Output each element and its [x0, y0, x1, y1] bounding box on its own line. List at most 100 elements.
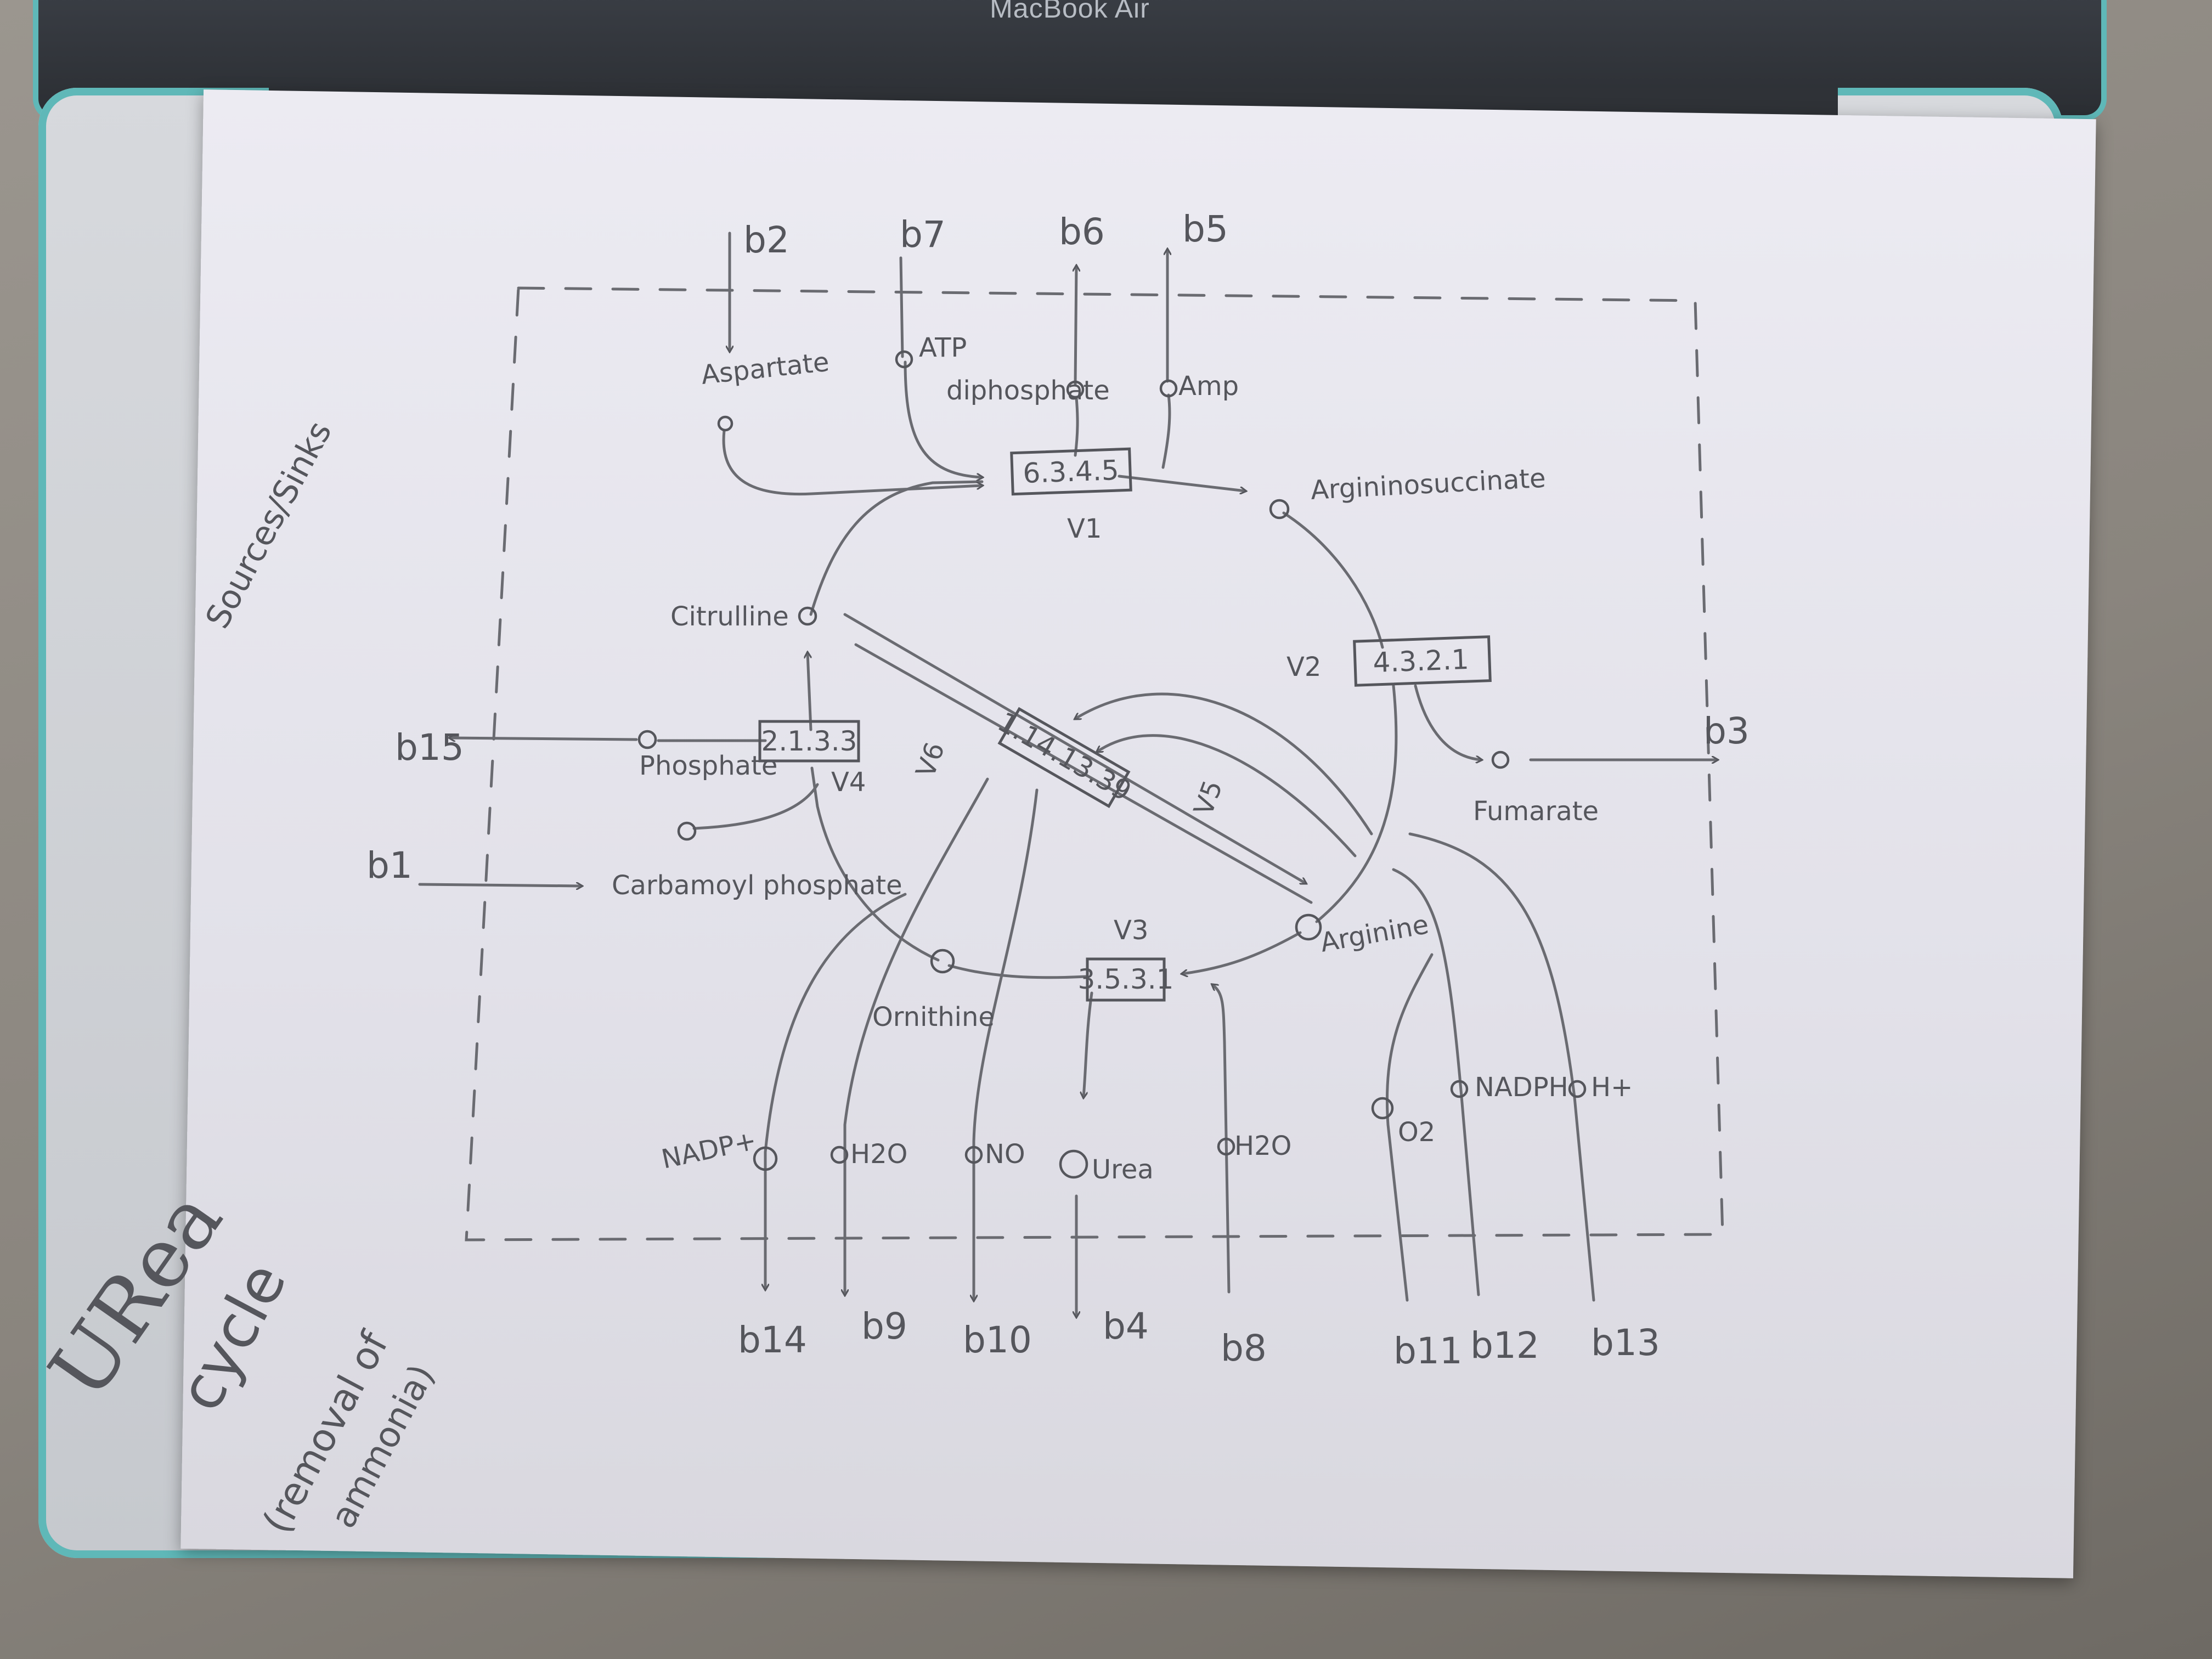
- label-carbamoyl-phosphate: Carbamoyl phosphate: [612, 870, 902, 901]
- boundary-b2: b2: [743, 219, 789, 261]
- node-argininosuccinate: [1269, 499, 1290, 520]
- enzyme-ec-v3: 3.5.3.1: [1078, 963, 1174, 995]
- node-aspartate: [717, 415, 733, 432]
- carbamoyl-to-v4: [692, 783, 819, 830]
- cycle-arc-ornithine-to-v4: [810, 766, 940, 962]
- v6-return-arc-1: [1075, 692, 1373, 836]
- flux-label-v2: V2: [1286, 652, 1321, 682]
- node-citrulline: [798, 606, 817, 626]
- flux-label-v4: V4: [831, 767, 866, 798]
- label-fumarate: Fumarate: [1473, 796, 1599, 827]
- boundary-b15: b15: [395, 726, 464, 769]
- enzyme-ec-v2: 4.3.2.1: [1373, 644, 1470, 679]
- v6-diagonal-lower: [854, 643, 1313, 904]
- node-no: [964, 1146, 983, 1164]
- label-urea: Urea: [1092, 1154, 1154, 1185]
- boundary-b9: b9: [861, 1305, 907, 1347]
- enzyme-ec-v1: 6.3.4.5: [1023, 454, 1120, 489]
- cycle-arc-v1-to-argininosuccinate: [1118, 475, 1245, 491]
- v6-diagonal-upper: [843, 613, 1306, 883]
- boundary-b5: b5: [1182, 208, 1228, 250]
- v6-return-arc-2: [1097, 734, 1357, 857]
- boundary-b3: b3: [1703, 710, 1750, 752]
- laptop-brand-label: MacBook Air: [990, 0, 1150, 24]
- diphosphate-to-b6: [1075, 266, 1076, 386]
- boundary-b13: b13: [1591, 1322, 1660, 1364]
- node-carbamoyl: [677, 821, 697, 841]
- node-urea: [1059, 1149, 1088, 1179]
- label-h2o-right: H2O: [1234, 1131, 1291, 1161]
- v1-to-amp: [1161, 393, 1171, 469]
- cycle-arc-v4-to-citrulline: [808, 653, 812, 731]
- title-note: URea cycle (removal of ammonia): [31, 1173, 443, 1541]
- enzyme-box-v3: [1086, 957, 1166, 1002]
- node-nadph: [1450, 1080, 1469, 1098]
- phosphate-to-b15: [450, 738, 638, 740]
- b1-to-carbamoyl: [418, 884, 582, 886]
- boundary-b8: b8: [1221, 1327, 1267, 1369]
- label-h-plus: H+: [1591, 1072, 1633, 1103]
- cycle-arc-citrulline-to-v1: [809, 480, 984, 616]
- boundary-b12: b12: [1470, 1324, 1539, 1367]
- node-diphosphate: [1066, 380, 1085, 399]
- boundary-b6: b6: [1059, 211, 1105, 253]
- node-amp: [1159, 379, 1178, 398]
- node-arginine: [1295, 913, 1322, 941]
- aspartate-to-v1: [722, 429, 982, 496]
- node-phosphate: [637, 730, 657, 749]
- cycle-arc-argininosuccinate-to-v2: [1282, 511, 1384, 649]
- boundary-b1: b1: [366, 844, 413, 887]
- label-phosphate: Phosphate: [639, 751, 777, 781]
- b8-to-v3: [1212, 985, 1231, 1294]
- label-argininosuccinate: Argininosuccinate: [1310, 463, 1547, 506]
- b7-line: [899, 256, 904, 358]
- v6-to-no-leg: [974, 788, 1039, 1300]
- flux-label-v5: V5: [1188, 776, 1228, 820]
- b11-leg: [1385, 953, 1434, 1302]
- label-atp: ATP: [919, 332, 967, 363]
- enzyme-ec-v4: 2.1.3.3: [761, 725, 857, 757]
- label-ornithine: Ornithine: [872, 1002, 995, 1032]
- boundary-b7: b7: [900, 213, 946, 256]
- flux-label-v6: V6: [910, 738, 951, 782]
- enzyme-box-v1: [1010, 447, 1132, 496]
- label-no: NO: [985, 1139, 1025, 1170]
- b12-leg: [1392, 868, 1480, 1296]
- label-aspartate: Aspartate: [699, 347, 831, 391]
- node-h2o-right: [1217, 1137, 1235, 1156]
- boundary-b14: b14: [738, 1319, 807, 1361]
- node-ornithine: [930, 949, 955, 974]
- node-fumarate: [1491, 751, 1510, 769]
- flux-label-v1: V1: [1067, 514, 1102, 544]
- enzyme-box-v4: [758, 720, 860, 763]
- enzyme-ec-v6: 1.14.13.39: [992, 706, 1137, 807]
- system-boundary: [465, 286, 1724, 1242]
- label-arginine: Arginine: [1318, 909, 1431, 958]
- enzyme-box-v2: [1353, 635, 1492, 687]
- label-citrulline: Citrulline: [670, 601, 789, 632]
- label-h2o-left: H2O: [850, 1139, 907, 1170]
- b13-leg: [1408, 832, 1595, 1302]
- v1-to-diphosphate: [1074, 396, 1079, 457]
- label-nadp: NADP+: [659, 1125, 759, 1175]
- flux-label-v3: V3: [1114, 915, 1148, 946]
- cycle-arc-v2-to-arginine: [1315, 684, 1398, 923]
- node-h2o-left: [830, 1146, 849, 1164]
- node-h-plus: [1568, 1080, 1587, 1098]
- node-atp: [895, 350, 913, 369]
- v3-to-urea: [1084, 991, 1093, 1097]
- boundary-b4: b4: [1103, 1305, 1149, 1347]
- boundary-b10: b10: [963, 1319, 1032, 1361]
- node-o2: [1371, 1097, 1394, 1120]
- v6-to-nadp-leg: [765, 893, 907, 1289]
- sources-sinks-note: Sources/Sinks: [198, 415, 339, 635]
- cycle-arc-arginine-to-v3: [1182, 931, 1302, 974]
- label-nadph: NADPH: [1475, 1072, 1568, 1103]
- label-o2: O2: [1398, 1117, 1435, 1148]
- v6-to-h2o-leg: [845, 777, 989, 1295]
- label-diphosphate: diphosphate: [946, 375, 1110, 406]
- node-nadp: [753, 1146, 778, 1171]
- v2-to-fumarate: [1414, 684, 1481, 760]
- label-amp: Amp: [1178, 371, 1239, 402]
